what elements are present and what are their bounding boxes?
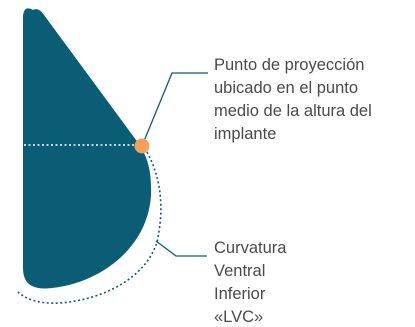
curvature-label-line-1: Curvatura [214, 239, 287, 257]
curvature-label-line-3: Inferior [214, 285, 266, 303]
projection-label-line-3: medio de la altura del [214, 102, 372, 120]
projection-label-line-4: implante [214, 125, 276, 143]
projection-point-marker [134, 138, 150, 154]
projection-label-line-2: ubicado en el punto [214, 79, 358, 97]
curvature-label-line-4: «LVC» [214, 308, 263, 326]
curvature-leader-line [155, 240, 207, 257]
projection-label-line-1: Punto de proyección [214, 56, 364, 74]
projection-leader-line [141, 72, 208, 147]
lower-curvature-label: Curvatura Ventral Inferior «LVC» [214, 239, 291, 326]
curvature-label-line-2: Ventral [214, 262, 265, 280]
projection-point-label: Punto de proyección ubicado en el punto … [214, 56, 376, 143]
implant-profile-shape [23, 8, 152, 289]
lower-ventral-curvature-dotted [17, 151, 162, 304]
